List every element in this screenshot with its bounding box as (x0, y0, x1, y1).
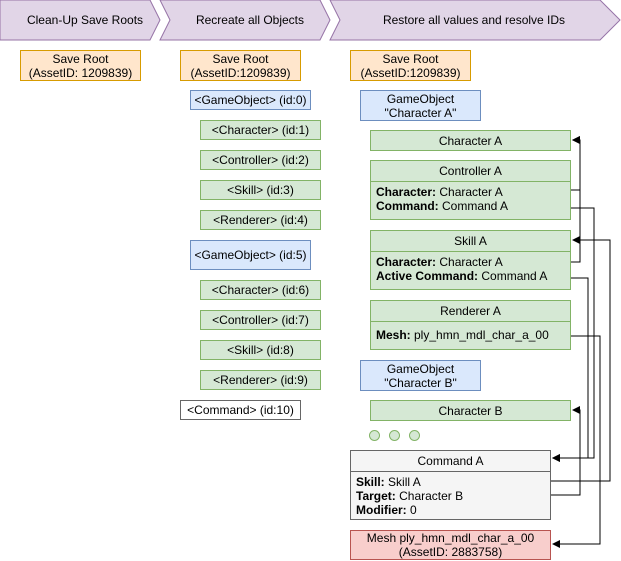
command-node: <Command> (id:10) (180, 400, 301, 420)
node-label: Character B (438, 403, 503, 418)
node-label: Character A (438, 133, 503, 148)
node-sublabel: (AssetID: 1209839) (28, 65, 133, 80)
field-value: Command A (438, 199, 509, 213)
node-label: GameObject (386, 361, 455, 376)
gameobject-node: <GameObject> (id:0) (190, 90, 311, 110)
field-value: Command A (478, 269, 548, 283)
field-key: Target: (356, 489, 396, 503)
renderer-a-card: Renderer A Mesh: ply_hmn_mdl_char_a_00 (370, 300, 571, 350)
skill-a-card: Skill A Character: Character A Active Co… (370, 230, 571, 290)
node-label: <Renderer> (id:4) (213, 213, 308, 227)
node-label: Save Root (212, 51, 269, 66)
command-a-card: Command A Skill: Skill A Target: Charact… (350, 450, 551, 520)
field-key: Mesh: (376, 328, 411, 342)
node-label: <Character> (id:6) (211, 283, 310, 297)
save-root-node: Save Root (AssetID:1209839) (350, 50, 471, 81)
node-label: <Skill> (id:8) (227, 343, 294, 357)
gameobject-character-b: GameObject "Character B" (360, 360, 481, 391)
node-sublabel: "Character B" (384, 375, 457, 390)
field-value: Character B (395, 489, 464, 503)
node-label: <Character> (id:1) (211, 123, 310, 137)
ellipsis-dot (409, 430, 420, 441)
card-title: Skill A (371, 231, 570, 252)
save-root-node: Save Root (AssetID: 1209839) (20, 50, 141, 81)
field-value: Character A (436, 255, 503, 269)
field-value: ply_hmn_mdl_char_a_00 (410, 328, 549, 342)
component-node: <Skill> (id:3) (200, 180, 321, 200)
component-node: <Renderer> (id:9) (200, 370, 321, 390)
component-node: <Skill> (id:8) (200, 340, 321, 360)
field-row: Target: Character B (356, 489, 545, 503)
node-sublabel: (AssetID:1209839) (190, 65, 291, 80)
node-label: Save Root (52, 51, 109, 66)
node-label: <Skill> (id:3) (227, 183, 294, 197)
node-label: <Renderer> (id:9) (213, 373, 308, 387)
node-label: GameObject (386, 91, 455, 106)
stage-label-1: Clean-Up Save Roots (27, 13, 143, 27)
field-key: Character: (376, 185, 437, 199)
component-node: <Controller> (id:2) (200, 150, 321, 170)
stage-label-3: Restore all values and resolve IDs (383, 13, 565, 27)
node-label: <Controller> (id:2) (212, 153, 309, 167)
component-node: <Controller> (id:7) (200, 310, 321, 330)
node-label: <Command> (id:10) (187, 403, 294, 417)
gameobject-character-a: GameObject "Character A" (360, 90, 481, 121)
mesh-asset-node: Mesh ply_hmn_mdl_char_a_00 (AssetID: 288… (350, 530, 551, 560)
field-row: Character: Character A (376, 255, 565, 269)
node-label: Mesh ply_hmn_mdl_char_a_00 (366, 531, 535, 545)
stage-shape-2 (159, 0, 331, 41)
gameobject-node: <GameObject> (id:5) (190, 240, 311, 270)
save-root-node: Save Root (AssetID:1209839) (180, 50, 301, 81)
ellipsis-dot (369, 430, 380, 441)
character-b-node: Character B (370, 400, 571, 421)
controller-a-card: Controller A Character: Character A Comm… (370, 160, 571, 220)
node-sublabel: "Character A" (384, 105, 457, 120)
card-title: Controller A (371, 161, 570, 182)
field-key: Command: (376, 199, 439, 213)
field-key: Character: (376, 255, 437, 269)
field-row: Command: Command A (376, 199, 565, 213)
character-a-node: Character A (370, 130, 571, 151)
component-node: <Renderer> (id:4) (200, 210, 321, 230)
field-key: Modifier: (356, 503, 407, 517)
card-title: Renderer A (371, 301, 570, 322)
component-node: <Character> (id:1) (200, 120, 321, 140)
field-value: 0 (406, 503, 417, 517)
node-label: <GameObject> (id:5) (194, 248, 307, 262)
field-row: Character: Character A (376, 185, 565, 199)
stage-label-2: Recreate all Objects (196, 13, 304, 27)
field-row: Skill: Skill A (356, 475, 545, 489)
field-key: Active Command: (376, 269, 479, 283)
field-key: Skill: (356, 475, 385, 489)
node-label: Save Root (382, 51, 439, 66)
field-row: Mesh: ply_hmn_mdl_char_a_00 (376, 328, 565, 342)
component-node: <Character> (id:6) (200, 280, 321, 300)
node-sublabel: (AssetID:1209839) (360, 65, 461, 80)
ellipsis-dot (389, 430, 400, 441)
field-row: Active Command: Command A (376, 269, 565, 283)
node-label: <Controller> (id:7) (212, 313, 309, 327)
field-row: Modifier: 0 (356, 503, 545, 517)
card-title: Command A (351, 451, 550, 472)
stage-shape-3 (329, 0, 621, 41)
field-value: Character A (436, 185, 503, 199)
node-label: <GameObject> (id:0) (194, 93, 307, 107)
node-sublabel: (AssetID: 2883758) (398, 545, 503, 559)
stage-shape-1 (0, 0, 161, 41)
field-value: Skill A (384, 475, 421, 489)
